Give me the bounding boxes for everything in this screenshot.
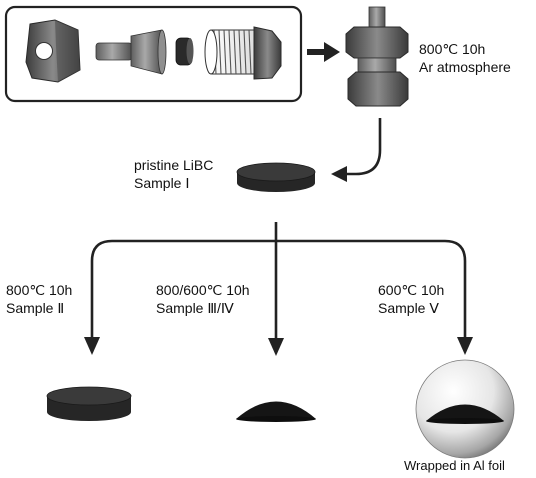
powder-heap-middle [236,401,316,422]
plug-piece [95,29,167,75]
branch-left-condition: 800℃ 10h [6,282,73,298]
branch-right-sample: Sample Ⅴ [378,300,439,316]
pristine-label-line2: Sample Ⅰ [134,175,190,191]
branch-right-condition: 600℃ 10h [378,282,445,298]
sample-ii-pellet [46,386,132,421]
assembled-crucible [345,6,409,107]
parts-frame [4,5,303,103]
assembly-arrow [307,42,340,62]
foil-caption: Wrapped in Al foil [404,458,505,473]
branch-middle-condition: 800/600℃ 10h [156,282,250,298]
branch-left-sample: Sample Ⅱ [6,300,65,316]
process-condition-temp: 800℃ 10h [419,41,486,57]
arrow-head-middle [268,338,284,356]
process-condition-atmosphere: Ar atmosphere [419,59,511,75]
threaded-crucible [204,26,282,80]
branch-middle-sample: Sample Ⅲ/Ⅳ [156,300,234,316]
small-pellet [175,37,194,66]
pristine-pellet [236,162,316,192]
powder-heap-right [426,404,504,421]
to-pristine-arrow [331,118,382,182]
branch-arrows [90,222,467,340]
arrow-head-left [84,337,100,355]
pristine-label-line1: pristine LiBC [134,157,214,173]
arrow-head-right [457,337,473,355]
al-foil-sphere [415,359,515,459]
hex-nut [25,19,81,83]
